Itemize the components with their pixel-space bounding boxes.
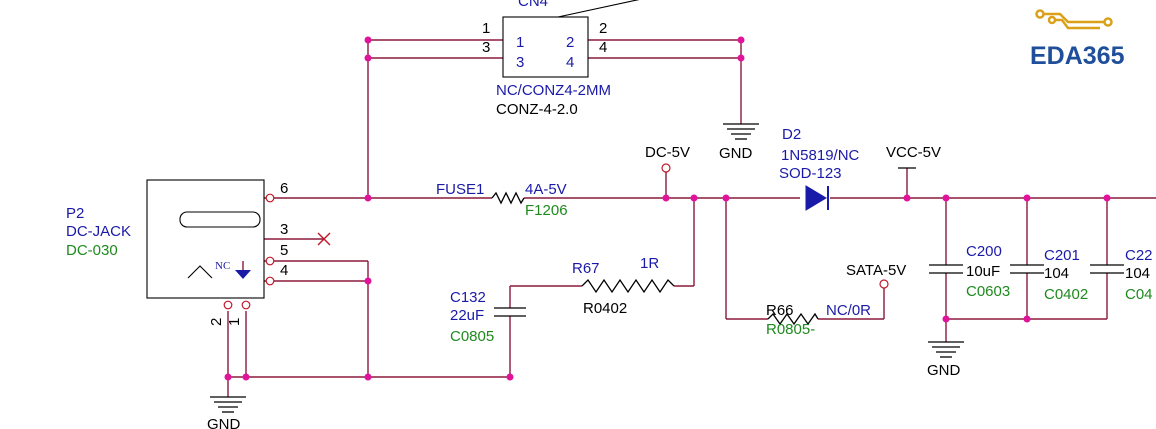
jack-pin1-num: 1 bbox=[226, 318, 243, 326]
cn4-footprint: CONZ-4-2.0 bbox=[496, 101, 578, 118]
net-sata5v: SATA-5V bbox=[846, 262, 906, 279]
cn4-pin2-num: 2 bbox=[599, 20, 607, 37]
c22x-ref: C22 bbox=[1125, 247, 1153, 264]
c200-footprint: C0603 bbox=[966, 283, 1010, 300]
r67-symbol bbox=[581, 278, 675, 294]
c22x-value: 104 bbox=[1125, 265, 1150, 282]
fuse-value: 4A-5V bbox=[525, 181, 567, 198]
d2-value: 1N5819/NC bbox=[781, 147, 860, 164]
jack-pin6-terminal bbox=[265, 193, 275, 203]
d2-symbol bbox=[805, 185, 827, 211]
r67-footprint: R0402 bbox=[583, 300, 627, 317]
fuse-symbol bbox=[491, 191, 525, 205]
fuse-ref: FUSE1 bbox=[436, 181, 484, 198]
cn4-leader-line bbox=[557, 0, 640, 18]
c201-value: 104 bbox=[1044, 265, 1069, 282]
r66-symbol bbox=[767, 312, 819, 326]
net-gnd-top: GND bbox=[719, 145, 753, 162]
ground-symbol-right bbox=[928, 341, 964, 358]
r66-ref: R66 bbox=[766, 302, 794, 319]
ground-symbol-top bbox=[723, 123, 759, 140]
jack-pin2-num: 2 bbox=[208, 318, 225, 326]
jack-pin1-terminal bbox=[241, 300, 251, 310]
fuse-footprint: F1206 bbox=[525, 202, 568, 219]
jack-pin5-num: 5 bbox=[280, 242, 288, 259]
logo-text: EDA365 bbox=[1030, 42, 1125, 70]
c132-ref: C132 bbox=[450, 289, 486, 306]
c132-value: 22uF bbox=[450, 307, 484, 324]
net-vcc5v: VCC-5V bbox=[886, 144, 941, 161]
jack-nc-label: NC bbox=[215, 260, 230, 272]
jack-pin3-num: 3 bbox=[280, 221, 288, 238]
cn4-inner-pin4: 4 bbox=[566, 54, 574, 71]
capacitor-c22x: C22 104 C04 bbox=[1090, 247, 1153, 303]
jack-footprint: DC-030 bbox=[66, 242, 118, 259]
jack-ref: P2 bbox=[66, 205, 84, 222]
cn4-inner-pin3: 3 bbox=[516, 54, 524, 71]
capacitor-c132: C132 22uF C0805 bbox=[450, 289, 526, 345]
net-dc5v: DC-5V bbox=[645, 144, 690, 161]
diode-d2: D2 1N5819/NC SOD-123 bbox=[779, 126, 860, 211]
jack-value: DC-JACK bbox=[66, 223, 131, 240]
c200-value: 10uF bbox=[966, 263, 1000, 280]
cn4-ref: CN4 bbox=[518, 0, 548, 10]
d2-ref: D2 bbox=[782, 126, 801, 143]
jack-barrel bbox=[179, 211, 261, 228]
junction-dots bbox=[224, 36, 1111, 381]
cn4-inner-pin2: 2 bbox=[566, 34, 574, 51]
ground-symbol-left bbox=[210, 396, 246, 413]
wires bbox=[227, 39, 1156, 397]
net-probe-sata5v bbox=[879, 279, 889, 289]
cn4-value: NC/CONZ4-2MM bbox=[496, 82, 611, 99]
r66-footprint: R0805- bbox=[766, 321, 815, 338]
capacitor-c200: C200 10uF C0603 bbox=[929, 243, 1010, 300]
resistor-r67: R67 1R R0402 bbox=[572, 255, 675, 317]
r66-value: NC/0R bbox=[826, 302, 871, 319]
logo-trace-icon bbox=[1035, 9, 1113, 30]
net-probe-dc5v bbox=[661, 163, 671, 173]
eda365-logo: EDA365 bbox=[1030, 9, 1125, 70]
jack-pin6-num: 6 bbox=[280, 180, 288, 197]
net-gnd-right: GND bbox=[927, 362, 961, 379]
cn4-pin3-num: 3 bbox=[482, 39, 490, 56]
jack-pin2-terminal bbox=[223, 300, 233, 310]
net-gnd-left: GND bbox=[207, 416, 241, 429]
cn4-pin1-num: 1 bbox=[482, 20, 490, 37]
jack-pin4-terminal bbox=[265, 276, 275, 286]
c201-footprint: C0402 bbox=[1044, 286, 1088, 303]
cn4-inner-pin1: 1 bbox=[516, 34, 524, 51]
no-connect-icon bbox=[317, 232, 331, 246]
r67-ref: R67 bbox=[572, 260, 600, 277]
d2-footprint: SOD-123 bbox=[779, 165, 842, 182]
jack-body bbox=[146, 179, 265, 299]
jack-pin4-num: 4 bbox=[280, 262, 288, 279]
dc-jack-p2: NC 6 3 5 4 2 1 P2 DC-JACK DC-030 bbox=[66, 179, 331, 326]
jack-spring bbox=[187, 265, 213, 279]
c201-ref: C201 bbox=[1044, 247, 1080, 264]
c22x-footprint: C04 bbox=[1125, 286, 1153, 303]
c200-ref: C200 bbox=[966, 243, 1002, 260]
fuse-fuse1: FUSE1 4A-5V F1206 bbox=[436, 181, 568, 219]
jack-nc-arrow bbox=[235, 270, 251, 279]
c132-footprint: C0805 bbox=[450, 328, 494, 345]
r67-value: 1R bbox=[640, 255, 659, 272]
capacitor-c201: C201 104 C0402 bbox=[1010, 247, 1088, 303]
connector-cn4: CN4 1 3 2 4 1 3 2 4 NC/CONZ4-2MM CONZ-4-… bbox=[482, 0, 640, 118]
jack-pin5-terminal bbox=[265, 256, 275, 266]
resistor-r66: R66 NC/0R R0805- bbox=[766, 302, 871, 338]
cn4-body bbox=[502, 16, 589, 78]
cn4-pin4-num: 4 bbox=[599, 39, 607, 56]
